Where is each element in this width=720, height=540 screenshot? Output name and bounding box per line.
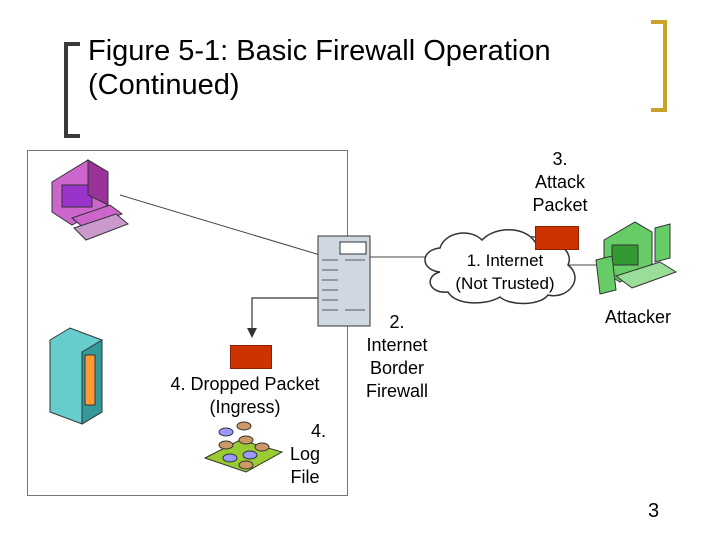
slide-title: Figure 5-1: Basic Firewall Operation (Co… [88, 35, 551, 101]
drop-arrow [251, 297, 318, 330]
attack-packet [535, 226, 579, 250]
page-number: 3 [648, 500, 660, 522]
firewall-icon [317, 235, 371, 327]
attacker-label: Attacker [604, 307, 672, 327]
attack-packet-label: 3. Attack Packet [532, 149, 588, 215]
internet-label: 1. Internet (Not Trusted) [455, 251, 555, 293]
drop-arrowhead [247, 328, 257, 338]
title-bracket-right [651, 20, 667, 112]
client-pc-icon [51, 159, 129, 241]
dropped-packet-label: 4. Dropped Packet (Ingress) [170, 374, 320, 417]
dropped-packet [230, 345, 272, 369]
log-file-label: 4. Log File [289, 421, 326, 487]
server-icon [49, 327, 103, 425]
client-link-line [119, 194, 321, 256]
attacker-pc-icon [595, 221, 678, 295]
log-database-icon [203, 421, 284, 473]
firewall-label: 2. Internet Border Firewall [365, 312, 428, 401]
title-bracket-left [64, 42, 80, 138]
